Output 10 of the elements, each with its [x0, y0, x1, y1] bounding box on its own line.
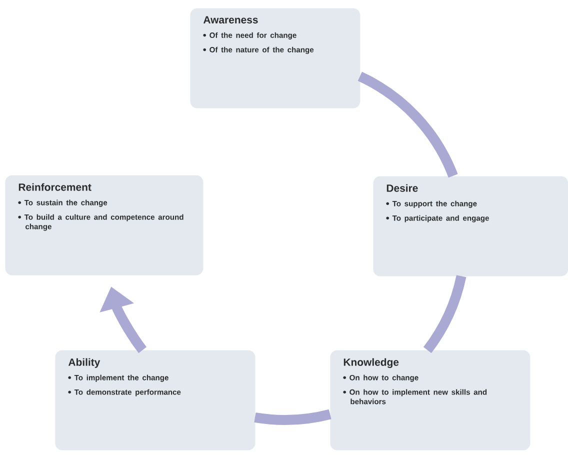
stage-box	[330, 350, 530, 450]
stage-heading: Reinforcement	[18, 183, 92, 191]
stage-heading: Desire	[386, 184, 418, 192]
stage-heading: Knowledge	[344, 358, 399, 368]
stage-heading: Ability	[68, 358, 100, 368]
stage-box	[5, 175, 204, 276]
stage-heading: Awareness	[203, 16, 258, 24]
stage-box	[190, 8, 360, 108]
stage-box	[373, 176, 568, 276]
stage-box	[55, 350, 256, 450]
